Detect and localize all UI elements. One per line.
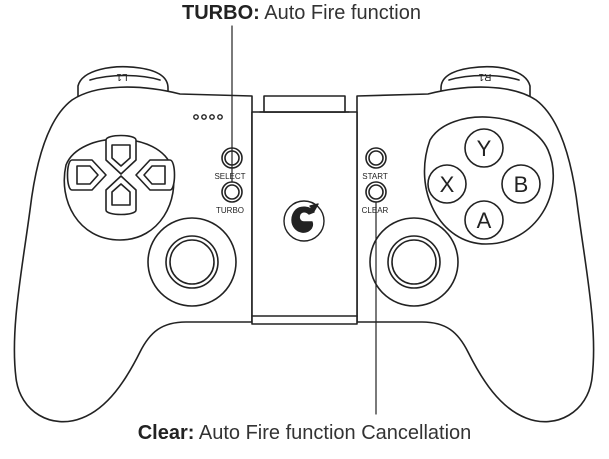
dpad [66, 134, 176, 216]
turbo-callout-description: Auto Fire function [264, 2, 421, 24]
clear-callout-term: Clear: [137, 422, 195, 444]
face-button-b-label: B [514, 172, 529, 197]
face-button-x-label: X [440, 172, 455, 197]
turbo-callout: TURBO: Auto Fire function [0, 2, 606, 25]
select-label: SELECT [214, 172, 245, 181]
clear-label: CLEAR [362, 206, 389, 215]
face-button-ring [423, 116, 554, 245]
gamesir-logo-icon [283, 200, 325, 242]
status-indicator-leds [193, 114, 223, 120]
face-button-y: Y [464, 128, 504, 168]
face-button-y-label: Y [477, 136, 492, 161]
left-joystick [147, 217, 237, 307]
start-button: START [362, 147, 388, 181]
face-button-a: A [464, 200, 504, 240]
face-button-a-label: A [477, 208, 492, 233]
face-button-b: B [501, 164, 541, 204]
right-shoulder-label: R1 [478, 71, 491, 82]
face-button-x: X [427, 164, 467, 204]
right-joystick [369, 217, 459, 307]
left-shoulder-label: L1 [116, 71, 128, 82]
start-label: START [362, 172, 388, 181]
clear-callout-description: Auto Fire function Cancellation [198, 422, 472, 444]
turbo-label: TURBO [216, 206, 244, 215]
turbo-callout-term: TURBO: [182, 2, 260, 24]
clear-callout: Clear: Auto Fire function Cancellation [0, 422, 609, 445]
